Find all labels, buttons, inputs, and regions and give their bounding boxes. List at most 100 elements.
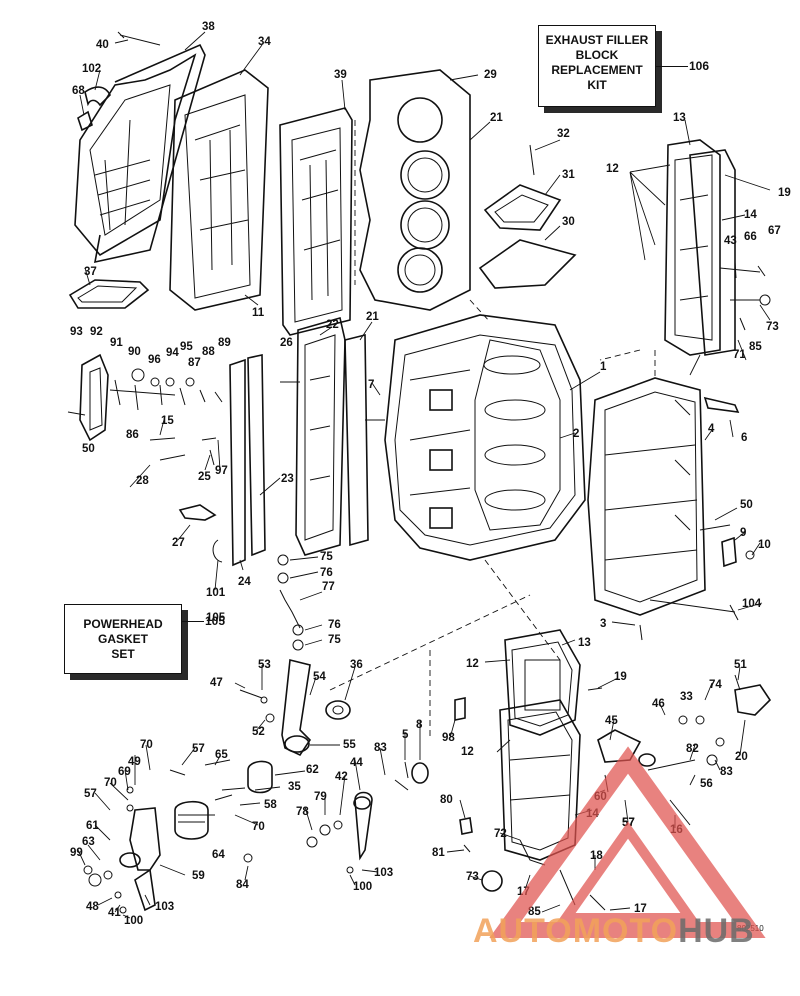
part-number-label: 40 [96,39,109,51]
powerhead-gasket-set-box: POWERHEAD GASKET SET [64,604,182,674]
part-number-label: 43 [724,235,737,247]
part-number-label: 12 [606,163,619,175]
part-number-label: 70 [252,821,265,833]
part-number-label: 66 [744,231,757,243]
part-number-label: 78 [296,806,309,818]
part-number-label: 36 [350,659,363,671]
part-number-label: 54 [313,671,326,683]
exhaust-kit-line-2: BLOCK [575,48,619,62]
part-number-label: 100 [353,881,372,893]
gasket-set-text: POWERHEAD GASKET SET [65,617,181,662]
part-number-label: 97 [215,465,228,477]
part-number-label: 42 [335,771,348,783]
part-number-label: 17 [517,886,530,898]
part-number-label: 88 [202,346,215,358]
part-number-label: 93 [70,326,83,338]
part-number-label: 79 [314,791,327,803]
part-number-label: 13 [578,637,591,649]
part-number-label: 37 [84,266,97,278]
part-number-label: 39 [334,69,347,81]
gasket-set-line-3: SET [111,647,135,661]
part-number-label: 30 [562,216,575,228]
part-number-label: 75 [328,634,341,646]
part-number-label: 20 [735,751,748,763]
part-number-label: 9 [740,527,746,539]
part-number-label: 85 [749,341,762,353]
part-number-label: 99 [70,847,83,859]
part-number-label: 95 [180,341,193,353]
part-number-label: 73 [766,321,779,333]
part-number-label: 96 [148,354,161,366]
part-number-label: 61 [86,820,99,832]
part-number-label: 38 [202,21,215,33]
part-number-label: 35 [288,781,301,793]
part-number-label: 16 [670,824,683,836]
part-number-label: 6 [741,432,747,444]
part-number-label: 84 [236,879,249,891]
part-number-label: 10 [758,539,771,551]
bypass-cover-assembly [664,139,771,356]
part-number-label: 21 [490,112,503,124]
part-number-label: 59 [192,870,205,882]
part-number-label: 3 [600,618,606,630]
part-number-label: 32 [557,128,570,140]
part-number-label: 46 [652,698,665,710]
part-number-label: 7 [368,379,374,391]
part-number-label: 44 [350,757,363,769]
part-number-label: 57 [192,743,205,755]
part-number-label: 15 [161,415,174,427]
part-number-label: 52 [252,726,265,738]
part-number-label: 14 [744,209,757,221]
part-number-label: 50 [740,499,753,511]
part-number-label: 2 [573,428,579,440]
part-number-label: 51 [734,659,747,671]
part-number-label: 103 [374,867,393,879]
part-number-label: 70 [140,739,153,751]
gasket-set-leader [182,621,204,622]
exhaust-kit-line-1: EXHAUST FILLER [545,33,649,47]
part-number-label: 101 [206,587,226,599]
part-number-label: 105 [206,612,226,624]
part-number-label: 72 [494,828,507,840]
exhaust-kit-leader [656,66,688,67]
part-number-label: 13 [673,112,686,124]
part-number-label: 34 [258,36,271,48]
thermostat-assembly [67,353,266,567]
part-number-label: 45 [605,715,618,727]
part-number-label: 26 [280,337,293,349]
part-number-label: 57 [84,788,97,800]
part-number-label: 58 [264,799,277,811]
leader-lines [77,31,771,919]
part-number-label: 56 [700,778,713,790]
part-number-label: 77 [322,581,335,593]
exhaust-kit-number: 106 [689,59,710,73]
part-number-label: 74 [709,679,722,691]
exhaust-kit-line-4: KIT [587,78,607,92]
exhaust-kit-line-3: REPLACEMENT [551,63,643,77]
part-number-label: 53 [258,659,271,671]
part-number-label: 55 [343,739,356,751]
part-number-label: 68 [72,85,85,97]
part-number-label: 102 [82,63,101,75]
part-number-label: 83 [374,742,387,754]
throttle-linkage [83,554,466,914]
part-number-label: 75 [320,551,333,563]
part-number-label: 64 [212,849,225,861]
part-number-label: 19 [614,671,627,683]
part-number-label: 21 [366,311,379,323]
cylinder-block [384,314,586,561]
part-number-label: 33 [680,691,693,703]
part-number-label: 50 [82,443,95,455]
watermark-text-automoto: AUTOMOTO [473,912,679,950]
part-number-label: 62 [306,764,319,776]
exhaust-kit-text: EXHAUST FILLER BLOCK REPLACEMENT KIT [539,33,655,93]
watermark-text-hub: HUB [678,912,755,950]
part-number-label: 65 [215,749,228,761]
gasket-set-line-2: GASKET [97,632,148,646]
part-number-label: 92 [90,326,103,338]
part-number-label: 76 [328,619,341,631]
part-number-label: 4 [708,423,715,435]
part-number-label: 60 [594,791,607,803]
